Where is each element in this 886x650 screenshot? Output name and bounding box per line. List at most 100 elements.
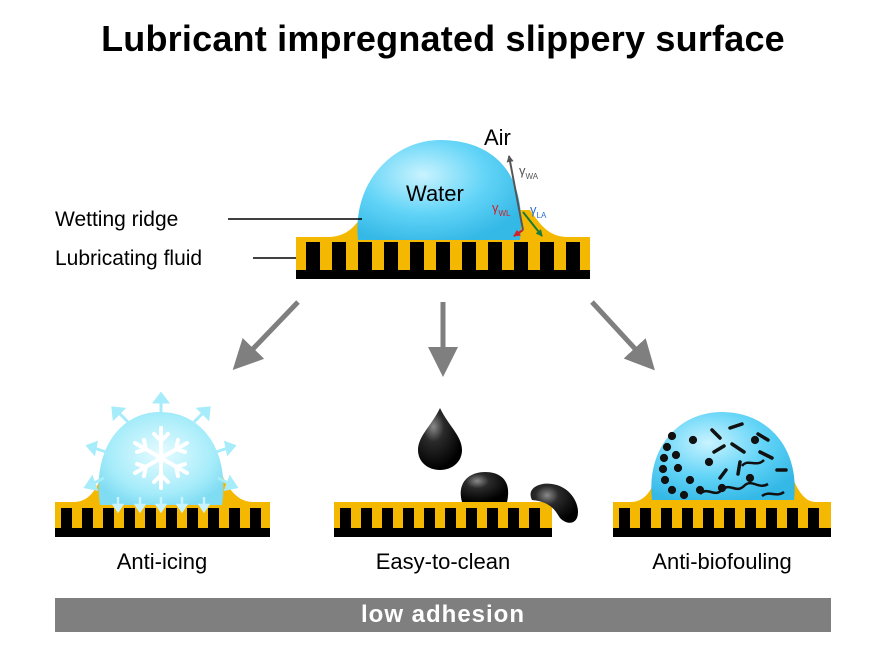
bacterium-coccus: [662, 442, 672, 452]
bacterium-rod: [712, 444, 726, 454]
bacterium-coccus: [750, 435, 760, 445]
bacterium-coccus: [673, 463, 683, 473]
substrate-pillar: [384, 242, 398, 270]
bacterium-rod: [728, 422, 744, 430]
gamma-wa-arrow: [506, 155, 524, 231]
bacterium-coccus: [671, 450, 681, 460]
substrate-pillar: [682, 508, 693, 528]
substrate-pillar: [487, 508, 498, 528]
substrate-pillar: [514, 242, 528, 270]
substrate-pillar: [540, 242, 554, 270]
low-adhesion-bar: low adhesion: [55, 598, 831, 632]
anti-icing-panel: Anti-icing: [55, 391, 270, 574]
bacterium-coccus: [704, 457, 714, 467]
bacterium-rod: [718, 468, 728, 480]
gamma-wl-label: γWL: [492, 200, 511, 218]
substrate-pillar: [187, 508, 198, 528]
bacterium-coccus: [660, 475, 670, 485]
anti-biofouling-label: Anti-biofouling: [652, 549, 791, 574]
water-droplet: [357, 140, 522, 240]
substrate-base: [334, 528, 552, 537]
easy-clean-substrate: [334, 508, 552, 537]
substrate-pillar: [229, 508, 240, 528]
substrate-pillar: [462, 242, 476, 270]
substrate-pillar: [358, 242, 372, 270]
substrate-pillar: [340, 508, 351, 528]
substrate-pillar: [361, 508, 372, 528]
substrate-pillar: [403, 508, 414, 528]
substrate-pillar: [566, 242, 580, 270]
bacterium-filament: [761, 490, 785, 498]
substrate-pillar: [424, 508, 435, 528]
sliding-oil-drop: [530, 483, 578, 523]
anti-biofouling-substrate: [613, 508, 831, 537]
branch-arrows: [232, 300, 655, 377]
bacterium-coccus: [745, 473, 755, 483]
anti-biofouling-panel: Anti-biofouling: [613, 412, 831, 574]
bacterium-coccus: [659, 453, 669, 463]
bacterium-rod: [736, 460, 742, 476]
substrate-pillar: [145, 508, 156, 528]
substrate-pillar: [166, 508, 177, 528]
bacterium-rod: [756, 432, 770, 442]
substrate-pillar: [488, 242, 502, 270]
easy-to-clean-label: Easy-to-clean: [376, 549, 511, 574]
bacterium-filament: [699, 481, 769, 495]
substrate-pillar: [382, 508, 393, 528]
substrate-pillar: [124, 508, 135, 528]
gamma-wl-arrow: [513, 229, 524, 237]
substrate-pillar: [508, 508, 519, 528]
substrate-pillar: [250, 508, 261, 528]
substrate-pillar: [808, 508, 819, 528]
main-surface: [296, 140, 590, 279]
bacterium-coccus: [658, 464, 668, 474]
surface-tension-vectors: γWA γWL γLA: [492, 155, 547, 237]
substrate-pillar: [724, 508, 735, 528]
arrow-to-anti-icing: [232, 300, 300, 371]
substrate-pillar: [787, 508, 798, 528]
water-label: Water: [406, 181, 464, 206]
substrate-pillar: [661, 508, 672, 528]
substrate-pillar: [208, 508, 219, 528]
bacterium-rod: [758, 450, 774, 460]
substrate-pillar: [766, 508, 777, 528]
air-label: Air: [484, 125, 511, 150]
substrate-pillar: [640, 508, 651, 528]
substrate-pillar: [619, 508, 630, 528]
substrate-pillar: [466, 508, 477, 528]
substrate-pillar: [103, 508, 114, 528]
bacterium-coccus: [685, 475, 695, 485]
bacterium-rod: [710, 428, 722, 440]
anti-icing-label: Anti-icing: [117, 549, 207, 574]
substrate-base: [296, 270, 590, 279]
lubricating-fluid-label: Lubricating fluid: [55, 247, 202, 270]
bacterium-rod: [730, 442, 746, 454]
easy-to-clean-panel: Easy-to-clean: [334, 408, 578, 574]
substrate-pillar: [410, 242, 424, 270]
gamma-la-arrow: [522, 211, 543, 237]
bacterium-filament: [741, 459, 765, 467]
bacterium-coccus: [667, 431, 677, 441]
anti-icing-substrate: [55, 508, 270, 537]
substrate-base: [55, 528, 270, 537]
substrate-pillar: [745, 508, 756, 528]
snowflake-icon: [133, 426, 189, 490]
diagram-title: Lubricant impregnated slippery surface: [101, 18, 785, 59]
gamma-la-label: γLA: [530, 202, 547, 220]
substrate-pillar: [436, 242, 450, 270]
gamma-wa-label: γWA: [519, 163, 539, 181]
arrow-to-anti-biofouling: [590, 300, 655, 371]
bacterium-coccus: [679, 490, 689, 500]
main-substrate: [296, 242, 590, 279]
substrate-pillar: [332, 242, 346, 270]
bacteria-cluster: [658, 422, 788, 500]
ice-bottom-arrows: [111, 497, 211, 514]
falling-oil-drop: [418, 408, 462, 470]
substrate-pillar: [703, 508, 714, 528]
substrate-pillar: [306, 242, 320, 270]
ice-expansion-arrows: [83, 391, 239, 491]
substrate-pillar: [61, 508, 72, 528]
substrate-pillar: [529, 508, 540, 528]
substrate-base: [613, 528, 831, 537]
